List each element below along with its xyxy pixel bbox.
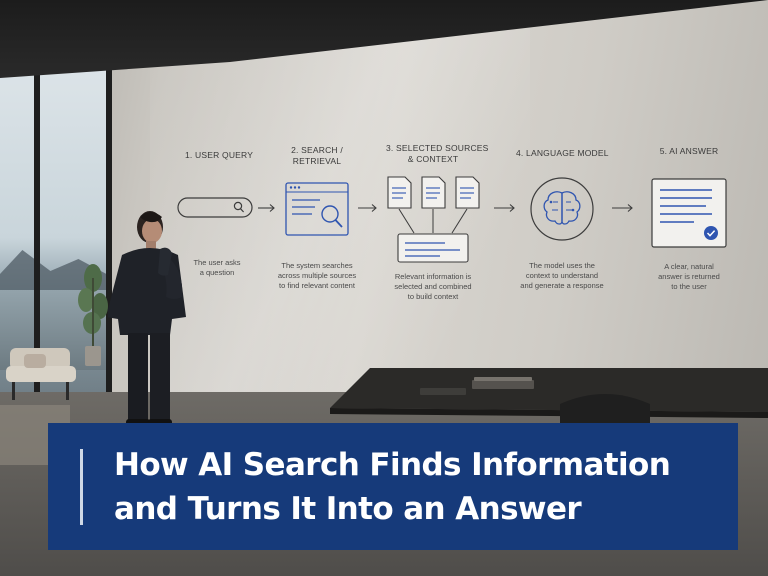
step-description: Relevant information is selected and com… <box>394 272 472 301</box>
arrow-right-icon <box>358 204 377 212</box>
document-icon <box>421 176 446 209</box>
document-icon <box>455 176 480 209</box>
checkmark-icon <box>704 226 718 240</box>
step-title: 4. LANGUAGE MODEL <box>516 148 609 158</box>
step-description: A clear, natural answer is returned to t… <box>658 262 720 291</box>
step-title: 3. SELECTED SOURCES & CONTEXT <box>386 143 489 164</box>
step-title: 5. AI ANSWER <box>659 146 719 156</box>
banner-title: How AI Search Finds Information and Turn… <box>114 447 671 527</box>
connector-lines <box>398 208 468 234</box>
lounge-chair <box>6 348 76 400</box>
process-diagram <box>177 176 727 263</box>
step-description: The user asks a question <box>193 258 241 277</box>
arrow-right-icon <box>494 204 515 212</box>
person <box>108 211 186 427</box>
title-banner: How AI Search Finds Information and Turn… <box>48 423 738 550</box>
potted-plant <box>78 264 108 366</box>
step-title: 2. SEARCH / RETRIEVAL <box>291 145 343 166</box>
step-title: 1. USER QUERY <box>185 150 254 160</box>
context-box-icon <box>397 233 469 263</box>
arrow-right-icon <box>612 204 633 212</box>
step-description: The system searches across multiple sour… <box>277 261 357 290</box>
window-frame <box>106 40 112 400</box>
step-description: The model uses the context to understand… <box>520 261 604 290</box>
window-frame <box>34 40 40 400</box>
banner-accent-bar <box>80 449 83 525</box>
arrow-right-icon <box>258 204 275 212</box>
browser-search-icon <box>285 182 349 236</box>
search-bar-icon <box>177 197 253 218</box>
brain-icon <box>530 177 594 241</box>
document-icon <box>387 176 412 209</box>
